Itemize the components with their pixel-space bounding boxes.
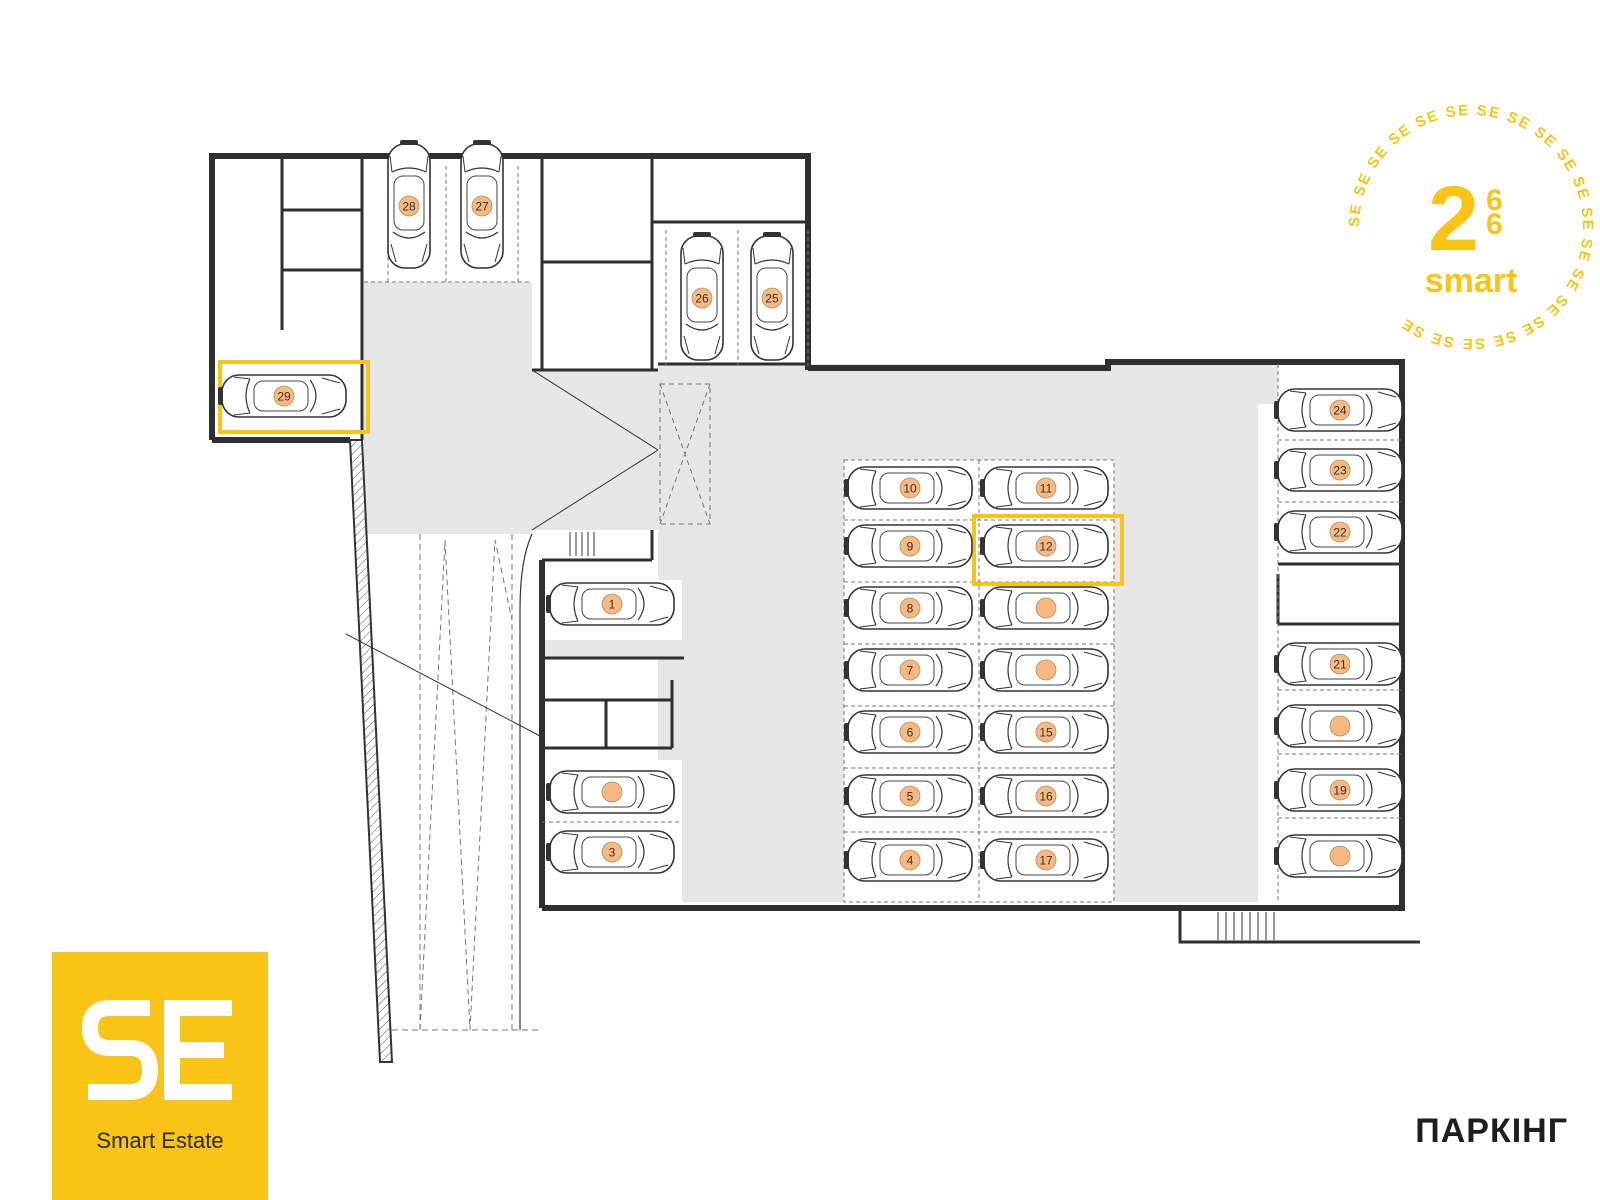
spot-number-badge — [601, 841, 623, 863]
parking-spot-9: 9 — [843, 524, 973, 568]
smart-estate-logo: Smart Estate — [52, 952, 268, 1200]
parking-spots: 28 27 26 25 29 1 3 10 9 8 7 6 5 4 11 12 15 16 17 24 23 22 21 19 — [217, 139, 1403, 882]
spot-number: 6 — [907, 726, 914, 740]
spot-number-badge — [899, 721, 921, 743]
parking-spot-11: 11 — [979, 466, 1109, 510]
spot-number: 12 — [1039, 540, 1053, 554]
spot-number-badge — [1035, 785, 1057, 807]
spot-number-badge — [899, 659, 921, 681]
spot-number-badge — [899, 849, 921, 871]
spot-number-badge — [1035, 659, 1057, 681]
spot-number: 10 — [903, 482, 917, 496]
spot-number: 24 — [1333, 404, 1347, 418]
spot-number-badge — [1329, 459, 1351, 481]
spot-number-badge — [1329, 521, 1351, 543]
spot-number: 3 — [609, 846, 616, 860]
spot-number: 27 — [475, 200, 489, 214]
badge-numeral: 2 — [1428, 168, 1479, 270]
spot-number: 28 — [402, 200, 416, 214]
parking-spot-10: 10 — [843, 466, 973, 510]
parking-spot-5: 5 — [843, 774, 973, 818]
parking-spot-20 — [1273, 704, 1403, 748]
spot-number: 22 — [1333, 526, 1347, 540]
parking-spot-27: 27 — [460, 139, 504, 269]
bay-dividers — [364, 166, 1402, 902]
parking-spot-22: 22 — [1273, 510, 1403, 554]
parking-spot-28: 28 — [387, 139, 431, 269]
spot-number: 4 — [907, 854, 914, 868]
spot-number: 29 — [277, 390, 291, 404]
spot-number: 21 — [1333, 658, 1347, 672]
spot-number-badge — [471, 195, 493, 217]
spot-number-badge — [1329, 779, 1351, 801]
parking-spot-21: 21 — [1273, 642, 1403, 686]
parking-spot-18 — [1273, 834, 1403, 878]
spot-number: 17 — [1039, 854, 1053, 868]
parking-spot-1: 1 — [545, 582, 675, 626]
parking-spot-26: 26 — [680, 231, 724, 361]
spot-number-badge — [899, 535, 921, 557]
inner-walls — [280, 156, 1402, 750]
smart-266-badge: SE SE SE SE SE SE SE SE SE SE SE SE SE S… — [1346, 102, 1594, 352]
spot-number: 26 — [695, 292, 709, 306]
parking-spot-23: 23 — [1273, 448, 1403, 492]
spot-number-badge — [1329, 715, 1351, 737]
spot-number-badge — [899, 785, 921, 807]
spot-number-badge — [1035, 849, 1057, 871]
parking-spot-15: 15 — [979, 710, 1109, 754]
spot-number: 5 — [907, 790, 914, 804]
spot-number: 15 — [1039, 726, 1053, 740]
highlight-spot-12 — [972, 514, 1124, 586]
parking-spot-13 — [979, 586, 1109, 630]
spot-number: 1 — [609, 598, 616, 612]
parking-spot-25: 25 — [750, 231, 794, 361]
spot-number-badge — [899, 597, 921, 619]
spot-number-badge — [1035, 597, 1057, 619]
parking-spot-16: 16 — [979, 774, 1109, 818]
parking-spot-17: 17 — [979, 838, 1109, 882]
spot-number-badge — [273, 385, 295, 407]
parking-spot-7: 7 — [843, 648, 973, 692]
page-title: ПАРКІНГ — [1415, 1112, 1568, 1150]
spot-number-badge — [899, 477, 921, 499]
badge-word: smart — [1425, 262, 1518, 300]
parking-spot-8: 8 — [843, 586, 973, 630]
spot-number-badge — [1329, 845, 1351, 867]
spot-number: 7 — [907, 664, 914, 678]
spot-number-badge — [691, 287, 713, 309]
spot-number-badge — [601, 593, 623, 615]
spot-number: 8 — [907, 602, 914, 616]
parking-spot-2 — [545, 770, 675, 814]
spot-number: 11 — [1040, 482, 1053, 496]
stairs — [569, 532, 1275, 940]
spot-number-badge — [1035, 477, 1057, 499]
spot-number: 9 — [907, 540, 914, 554]
spot-number-badge — [398, 195, 420, 217]
parking-spot-4: 4 — [843, 838, 973, 882]
spot-number-badge — [1329, 653, 1351, 675]
se-monogram-icon — [82, 1000, 232, 1100]
spot-number: 16 — [1039, 790, 1053, 804]
parking-spot-3: 3 — [545, 830, 675, 874]
spot-number-badge — [1035, 721, 1057, 743]
spot-number-badge — [761, 287, 783, 309]
spot-number: 25 — [765, 292, 779, 306]
spot-number-badge — [601, 781, 623, 803]
spot-number: 19 — [1333, 784, 1347, 798]
parking-spot-12: 12 — [979, 524, 1109, 568]
walls — [209, 153, 1420, 944]
access-ramp — [345, 369, 711, 1063]
spot-number: 23 — [1333, 464, 1347, 478]
parking-spot-19: 19 — [1273, 768, 1403, 812]
parking-spot-6: 6 — [843, 710, 973, 754]
company-name: Smart Estate — [96, 1128, 224, 1153]
parking-spot-14 — [979, 648, 1109, 692]
parking-spot-29: 29 — [217, 374, 347, 418]
parking-spot-24: 24 — [1273, 388, 1403, 432]
spot-number-badge — [1035, 535, 1057, 557]
spot-number-badge — [1329, 399, 1351, 421]
